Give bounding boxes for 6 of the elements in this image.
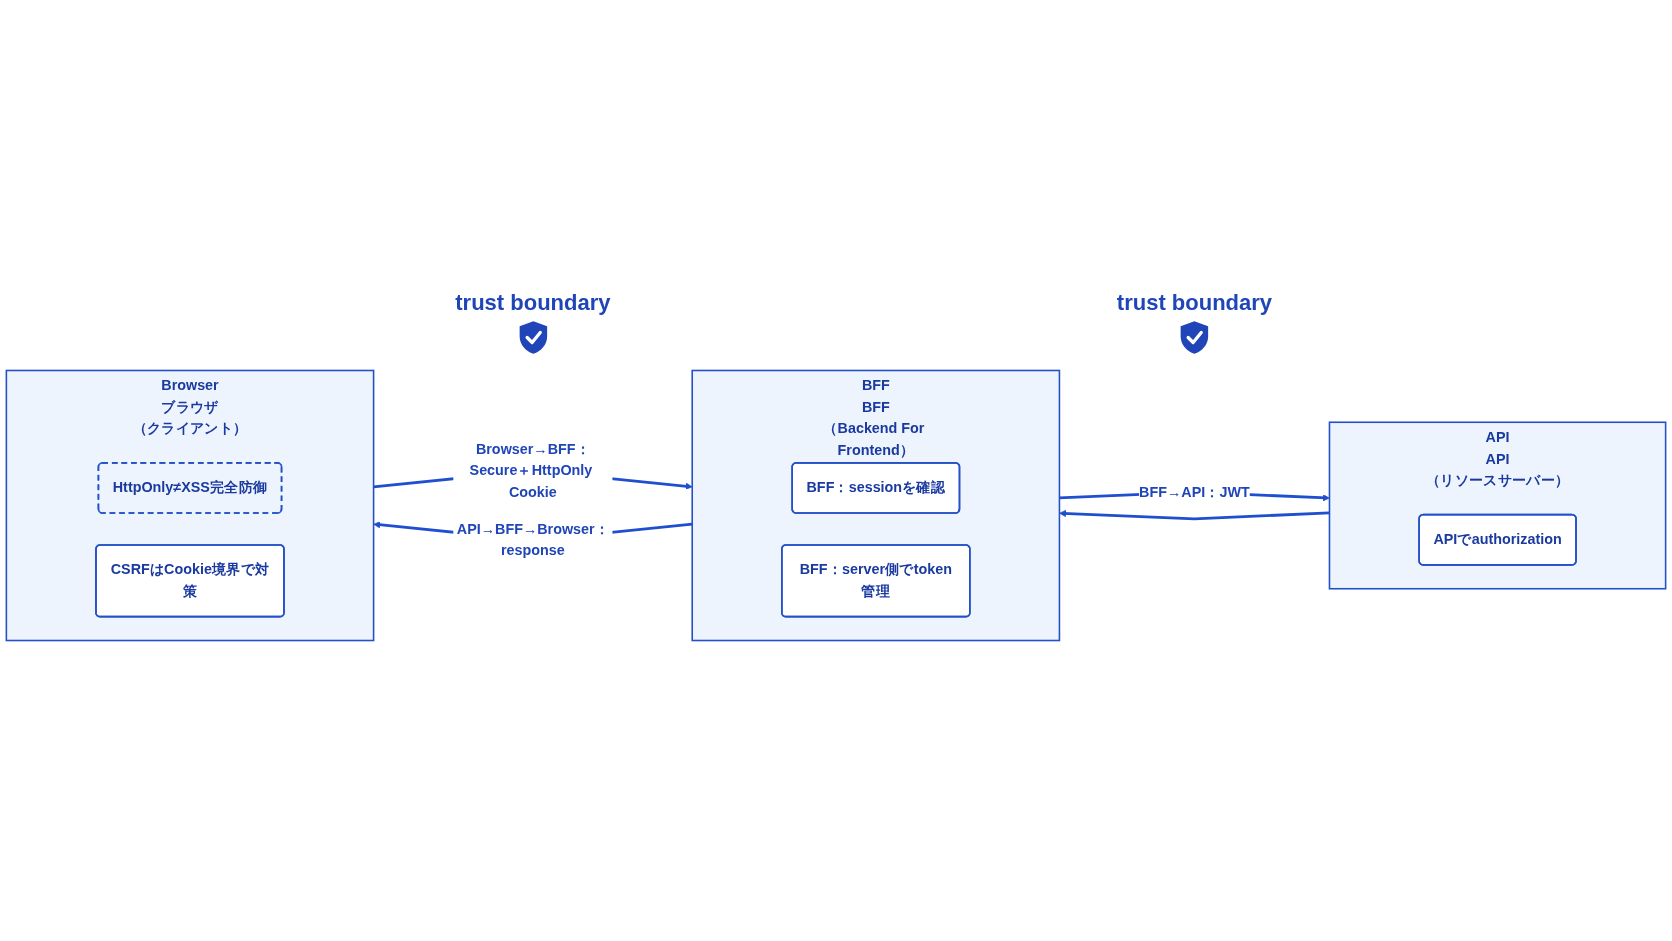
edge-label: API→BFF→Browser：response	[456, 521, 609, 559]
arrow	[1059, 509, 1330, 521]
boundary-label: trust boundary	[1116, 290, 1273, 317]
edge-label: BFF→API：JWT	[1139, 483, 1250, 500]
boundary-label: trust boundary	[455, 290, 611, 317]
edge-label: Browser→BFF：Secure＋HttpOnly Cookie	[469, 440, 593, 500]
